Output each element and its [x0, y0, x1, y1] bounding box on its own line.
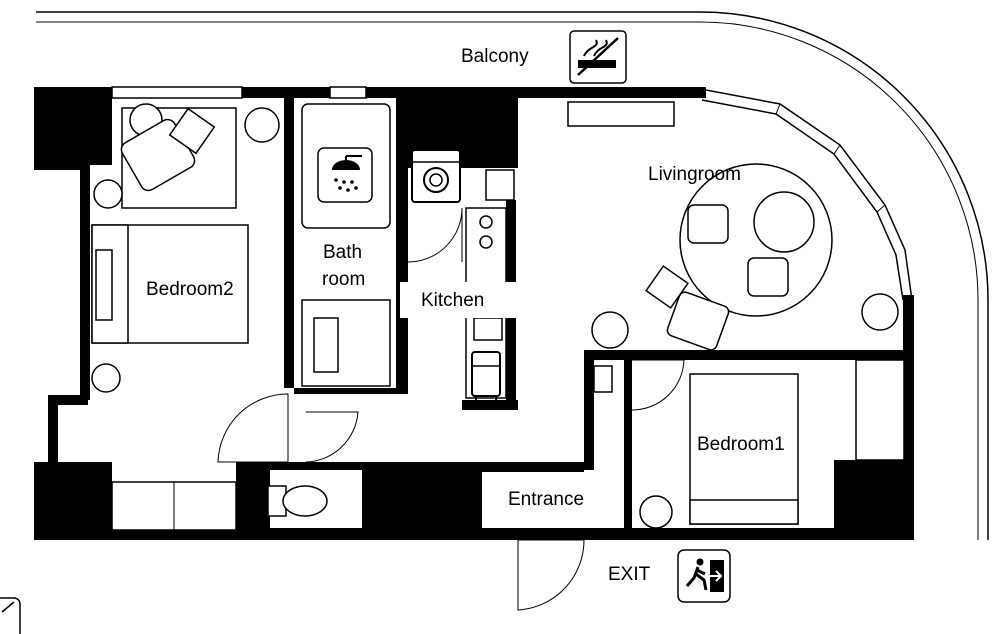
toilet-fixture [267, 485, 328, 517]
doors [217, 207, 685, 611]
label-bedroom1: Bedroom1 [697, 434, 785, 455]
kitchen-label-bg [400, 282, 516, 318]
shower-icon [317, 147, 373, 203]
walls [34, 87, 914, 540]
refrigerator-icon [471, 351, 501, 400]
label-livingroom: Livingroom [648, 164, 741, 185]
entrance-label-bg [484, 482, 594, 516]
bedroom2-furniture [91, 103, 280, 393]
balcony-outline [36, 11, 989, 540]
label-balcony: Balcony [461, 46, 529, 67]
label-exit: EXIT [608, 564, 651, 585]
no-smoking-sign-icon [569, 30, 627, 84]
north-arrow-icon [0, 597, 21, 634]
emergency-exit-sign-icon [677, 549, 731, 603]
label-bathroom-line1: Bath [323, 242, 362, 263]
label-kitchen: Kitchen [421, 290, 484, 311]
curved-window [701, 89, 913, 301]
livingroom-furniture [567, 101, 899, 351]
label-bedroom2: Bedroom2 [146, 279, 234, 300]
bedroom1-furniture [593, 359, 905, 529]
label-entrance: Entrance [508, 489, 584, 510]
washing-machine-icon [411, 149, 461, 203]
label-bathroom-line2: room [322, 269, 365, 290]
windows [111, 86, 367, 531]
